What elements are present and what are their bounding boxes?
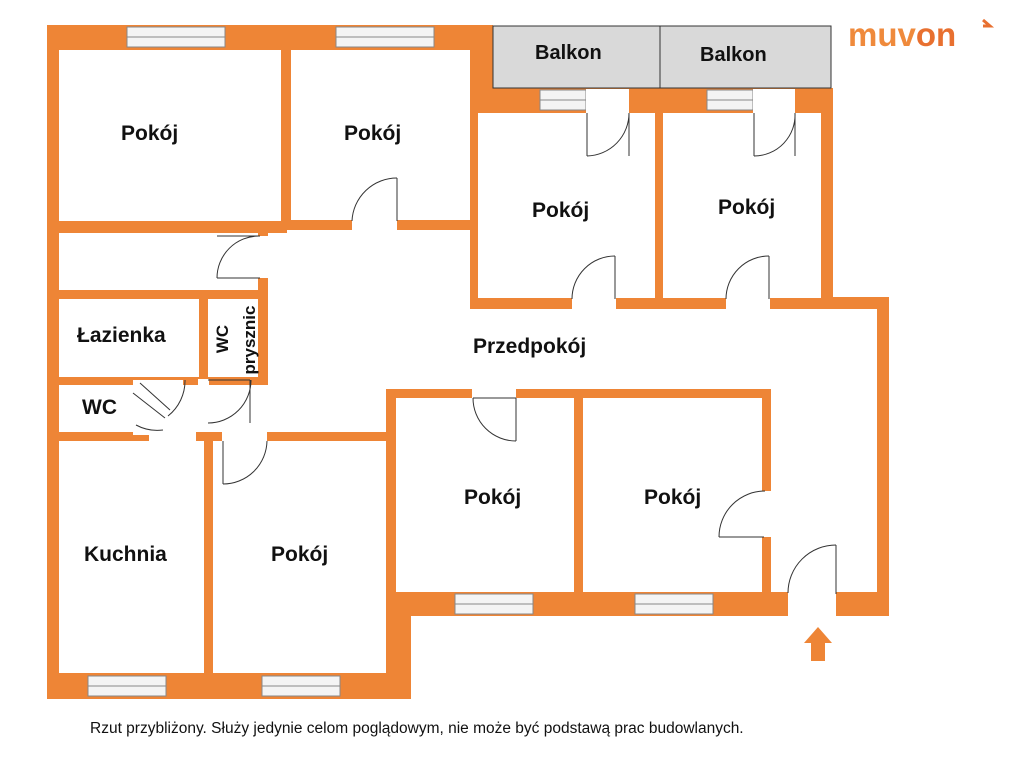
wall-int-5 xyxy=(470,298,821,309)
brand-logo: muvon xyxy=(848,16,956,54)
door-room-4 xyxy=(725,255,770,300)
doors xyxy=(132,112,837,594)
room-label-pokoj-5: Pokój xyxy=(271,543,329,566)
balcony-2 xyxy=(659,25,832,89)
room-label-pokoj-7: Pokój xyxy=(644,486,702,509)
door-room-6 xyxy=(472,397,517,442)
room-label-lazienka: Łazienka xyxy=(77,324,166,347)
balconies xyxy=(492,25,832,89)
room-label-pokoj-2: Pokój xyxy=(344,122,402,145)
wall-int-15 xyxy=(386,389,396,609)
wall-int-6 xyxy=(655,113,663,306)
wall-right-upper xyxy=(821,88,833,309)
door-room-1 xyxy=(216,235,260,279)
door-balcony-2 xyxy=(753,112,796,157)
wall-int-11 xyxy=(59,432,149,441)
wall-int-18 xyxy=(762,537,771,597)
wall-int-14 xyxy=(386,389,770,398)
balcony-label-2: Balkon xyxy=(700,44,767,66)
balcony-1 xyxy=(492,25,661,89)
room-label-przedpokoj: Przedpokój xyxy=(473,335,587,358)
door-wc-left xyxy=(132,379,186,431)
balcony-label-1: Balkon xyxy=(535,42,602,64)
door-room-7 xyxy=(718,490,766,538)
door-room-5 xyxy=(222,440,268,485)
wall-int-7 xyxy=(258,225,268,380)
wall-int-17 xyxy=(762,389,771,491)
room-label-pokoj-6: Pokój xyxy=(464,486,522,509)
room-label-pokoj-1: Pokój xyxy=(121,122,179,145)
room-label-kuchnia: Kuchnia xyxy=(84,543,167,566)
door-room-3 xyxy=(571,255,616,300)
wall-int-8 xyxy=(59,290,268,299)
wall-int-1 xyxy=(281,50,291,230)
logo-text-1: muv xyxy=(848,16,916,53)
windows xyxy=(87,26,754,697)
room-label-prysznic: prysznic xyxy=(240,305,259,375)
door-entrance xyxy=(787,544,837,594)
wall-right-step xyxy=(821,297,889,309)
room-label-wc-vertical: WC xyxy=(213,324,232,354)
wall-int-4 xyxy=(470,113,478,306)
door-wc-shower xyxy=(207,379,252,424)
wall-int-16 xyxy=(574,394,583,596)
wall-int-13 xyxy=(204,436,213,676)
room-label-pokoj-4: Pokój xyxy=(718,196,776,219)
door-balcony-1 xyxy=(586,112,630,157)
logo-text-2: on xyxy=(915,16,957,53)
wall-int-9 xyxy=(199,290,208,380)
door-room-2 xyxy=(351,177,398,222)
wall-left xyxy=(47,25,59,699)
door-gaps xyxy=(133,89,836,617)
room-label-pokoj-3: Pokój xyxy=(532,199,590,222)
logo-mark xyxy=(982,18,995,28)
disclaimer-text: Rzut przybliżony. Służy jedynie celom po… xyxy=(90,720,744,737)
wall-right xyxy=(877,297,889,616)
wall-left-of-balcony xyxy=(470,25,493,113)
arrow-up-icon xyxy=(804,627,832,661)
wall-int-2 xyxy=(59,221,287,233)
wall-int-12 xyxy=(196,432,390,441)
wall-bottom-right xyxy=(386,592,790,616)
room-label-wc: WC xyxy=(82,396,117,419)
